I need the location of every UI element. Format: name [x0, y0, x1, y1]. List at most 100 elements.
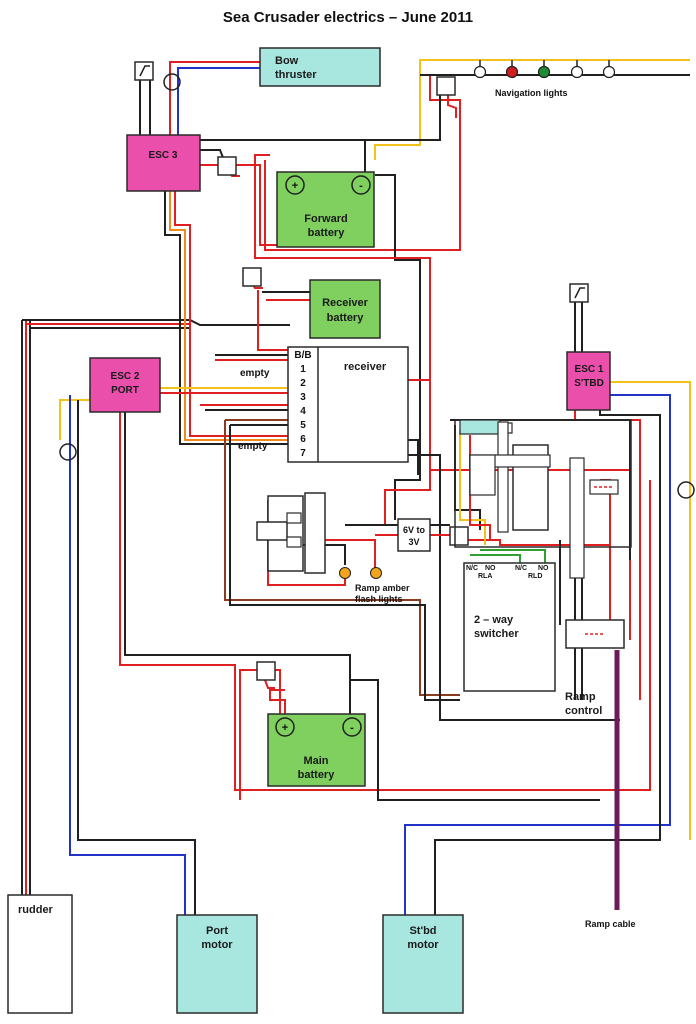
- stick-main: [264, 679, 275, 689]
- ramp-control: Ramp control: [565, 619, 625, 717]
- rudder-label: rudder: [18, 904, 54, 916]
- ramp-flash-label-2: flash lights: [355, 594, 403, 604]
- voltage-regulator: 6V to 3V: [397, 518, 431, 552]
- rxbat-red: [257, 290, 290, 351]
- ramp-control-label-2: control: [565, 705, 602, 717]
- two-way-switcher: N/C NO RLA N/C NO RLD 2 – way switcher: [463, 562, 556, 692]
- esc2-black-port: [77, 400, 196, 915]
- esc1-black: [434, 410, 661, 915]
- receiver: receiver B/B 1 2 3 4 5 6 7: [287, 346, 409, 463]
- nav-light-white-1: [473, 60, 487, 79]
- forward-battery-minus-terminal: [351, 175, 371, 195]
- esc1-blue: [404, 394, 671, 915]
- esc3-label: ESC 3: [149, 150, 178, 161]
- esc2-blue-port: [69, 395, 186, 915]
- bow-thruster-label-2: thruster: [275, 69, 317, 81]
- esc3-to-thruster-red: [169, 61, 260, 135]
- main-battery-minus-terminal: [342, 717, 362, 737]
- receiver-pin-5: 5: [300, 420, 306, 431]
- esc3-signal-red: [174, 190, 290, 437]
- navigation-lights-label: Navigation lights: [495, 88, 568, 98]
- esc2-label-2: PORT: [111, 385, 139, 396]
- main-battery-minus: -: [350, 722, 354, 734]
- port-motor-label-1: Port: [206, 925, 228, 937]
- receiver-pin-7: 7: [300, 448, 306, 459]
- esc1-label-2: S'TBD: [574, 378, 604, 389]
- receiver-pin-4: 4: [300, 406, 306, 417]
- port-motor: Port motor: [176, 914, 258, 1014]
- forward-battery-plus-terminal: [285, 175, 305, 195]
- ramp-amber-flash-lights: Ramp amber flash lights: [339, 567, 410, 604]
- receiver-battery-label-2: battery: [327, 312, 365, 324]
- forward-battery-plus: +: [292, 180, 298, 192]
- esc1-label-1: ESC 1: [575, 364, 604, 375]
- fwd-bat-yellow: [374, 59, 690, 160]
- esc2-port: ESC 2 PORT: [89, 357, 161, 413]
- main-bat-black: [349, 679, 600, 801]
- rla-no: NO: [485, 565, 496, 572]
- stbd-motor-label-1: St'bd: [409, 925, 436, 937]
- amber-light-2: [370, 567, 382, 579]
- forward-battery-label-2: battery: [308, 227, 346, 239]
- receiver-pin-2: 2: [300, 378, 306, 389]
- esc3: ESC 3: [126, 134, 201, 192]
- fwd-bat-black-rx: [375, 174, 421, 520]
- stick-navlights: [447, 95, 457, 118]
- esc3-switch-glyph: [139, 65, 150, 77]
- esc2-yellow: [59, 388, 91, 440]
- nav-light-green: [537, 60, 551, 79]
- ramp-flash-label-1: Ramp amber: [355, 583, 410, 593]
- stbd-motor: St'bd motor: [382, 914, 464, 1014]
- receiver-label: receiver: [344, 361, 387, 373]
- esc1-yellow: [610, 381, 691, 840]
- rld-label: RLD: [528, 573, 542, 580]
- empty-label-bottom: empty: [238, 441, 268, 452]
- gear-green: [480, 549, 546, 565]
- navigation-lights: Navigation lights: [436, 60, 616, 98]
- diagram-title: Sea Crusader electrics – June 2011: [223, 9, 473, 26]
- ramp-control-label-1: Ramp: [565, 691, 596, 703]
- nav-switch-square: [436, 76, 456, 96]
- small-relay-box: [449, 526, 469, 546]
- main-battery-plus: +: [282, 722, 288, 734]
- receiver-pin-1: 1: [300, 364, 306, 375]
- gear-yellow: [459, 430, 486, 545]
- rx-black-box: [408, 454, 620, 721]
- receiver-pin-bb: B/B: [294, 350, 311, 361]
- ramp-ctl-red: [600, 479, 611, 630]
- esc1-switch-square: [569, 283, 589, 303]
- esc2-red-down: [119, 412, 651, 791]
- main-battery-switch-square: [256, 661, 276, 681]
- esc2-label-1: ESC 2: [111, 371, 140, 382]
- rx-right-black: [408, 439, 419, 475]
- port-motor-label-2: motor: [201, 939, 233, 951]
- main-bat-red: [269, 689, 286, 715]
- nav-light-white-2: [570, 60, 584, 79]
- rld-no: NO: [538, 565, 549, 572]
- ramp-gearbox: [454, 419, 632, 579]
- amber-light-1: [339, 567, 351, 579]
- esc3-signal-black: [164, 190, 290, 445]
- main-battery-label-2: battery: [298, 769, 336, 781]
- esc1-stbd: ESC 1 S'TBD: [566, 351, 611, 411]
- receiver-pin-3: 3: [300, 392, 306, 403]
- main-battery-label-1: Main: [303, 755, 328, 767]
- main-battery: + - Main battery: [267, 713, 366, 787]
- rla-nc: N/C: [466, 565, 478, 572]
- nav-light-white-3: [602, 60, 616, 79]
- forward-battery-minus: -: [359, 180, 363, 192]
- ch5-black: [229, 424, 460, 701]
- fwd-black-big: [365, 80, 441, 141]
- rudder: rudder: [7, 894, 73, 1014]
- switcher-label-1: 2 – way: [474, 614, 514, 626]
- rxbat-switch-square: [242, 267, 262, 287]
- receiver-battery-label-1: Receiver: [322, 297, 369, 309]
- bow-thruster: Bow thruster: [259, 47, 381, 87]
- flash-controller: [256, 492, 326, 574]
- fwd-bat-red-rx: [254, 154, 431, 525]
- receiver-battery: Receiver battery: [309, 279, 381, 339]
- forward-battery: + - Forward battery: [276, 171, 375, 248]
- empty-label-top: empty: [240, 368, 270, 379]
- flash-red-2: [320, 539, 376, 570]
